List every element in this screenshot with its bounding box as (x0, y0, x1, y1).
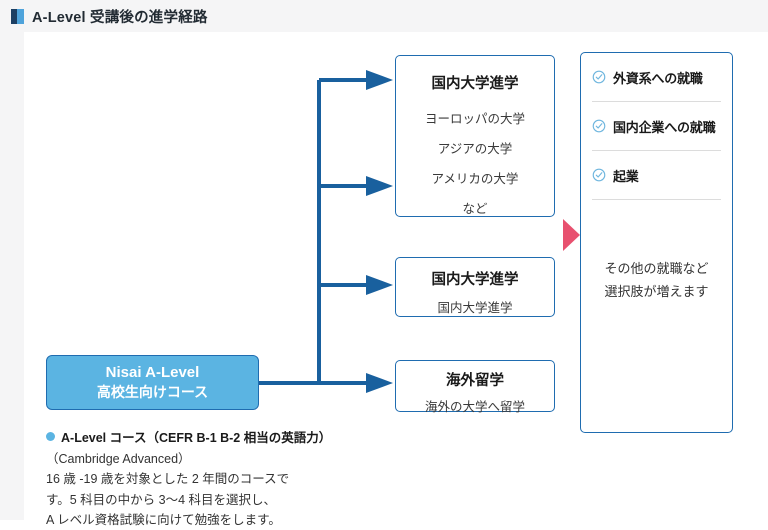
outcomes-note-line: その他の就職など (604, 261, 709, 276)
path-box-line: など (462, 202, 488, 216)
check-circle-icon (592, 119, 606, 133)
source-course-box[interactable]: Nisai A-Level 高校生向けコース (46, 355, 259, 410)
divider (592, 101, 721, 102)
bullet-dot-icon (46, 432, 55, 441)
outcomes-note-line: 選択肢が増えます (604, 283, 709, 299)
caption-line: （Cambridge Advanced） (46, 452, 191, 466)
path-box-line: アメリカの大学 (431, 172, 519, 186)
path-box-domestic-university[interactable]: 国内大学進学 国内大学進学 (395, 257, 555, 317)
outcomes-note: その他の就職など 選択肢が増えます (592, 258, 721, 304)
path-box-study-abroad[interactable]: 海外留学 海外の大学へ留学 (395, 360, 555, 414)
outcome-label: 起業 (613, 168, 639, 184)
course-name-en: Nisai A-Level (105, 363, 200, 381)
page-header-band (0, 0, 768, 32)
course-caption: A-Level コース（CEFR B-1 B-2 相当の英語力） （Cambri… (46, 427, 376, 530)
outcome-label: 国内企業への就職 (613, 119, 716, 135)
path-box-title: 国内大学進学 (431, 76, 519, 92)
check-circle-icon (592, 70, 606, 84)
path-box-title: 海外留学 (446, 373, 504, 389)
path-box-line: アジアの大学 (437, 142, 513, 156)
divider (592, 199, 721, 200)
path-box-title: 国内大学進学 (431, 272, 519, 288)
page-title: A-Level 受講後の進学経路 (32, 9, 208, 26)
outcome-item[interactable]: 国内企業への就職 (592, 102, 721, 150)
caption-heading-row: A-Level コース（CEFR B-1 B-2 相当の英語力） (46, 427, 376, 446)
caption-line: す。5 科目の中から 3〜4 科目を選択し、 (46, 492, 277, 507)
path-box-line: ヨーロッパの大学 (424, 112, 525, 126)
outcome-label: 外資系への就職 (613, 70, 703, 86)
path-box-line: 国内大学進学 (437, 301, 513, 315)
divider (592, 150, 721, 151)
check-circle-icon (592, 168, 606, 182)
outcomes-panel: 外資系への就職 国内企業への就職 起業 その他の就職など 選択肢が増えます (580, 52, 733, 433)
path-box-line: 海外の大学へ留学 (424, 400, 525, 414)
path-box-overseas-university[interactable]: 国内大学進学 ヨーロッパの大学 アジアの大学 アメリカの大学 など (395, 55, 555, 217)
page-left-gutter (0, 32, 24, 520)
course-name-jp: 高校生向けコース (96, 384, 209, 401)
caption-line: 16 歳 -19 歳を対象とした 2 年間のコースで (46, 472, 290, 487)
page-header: A-Level 受講後の進学経路 (0, 0, 768, 32)
two-tone-square-icon (11, 8, 24, 24)
outcome-item[interactable]: 外資系への就職 (592, 53, 721, 101)
outcome-item[interactable]: 起業 (592, 151, 721, 199)
right-triangle-arrow (563, 219, 580, 251)
caption-heading: A-Level コース（CEFR B-1 B-2 相当の英語力） (61, 431, 332, 445)
